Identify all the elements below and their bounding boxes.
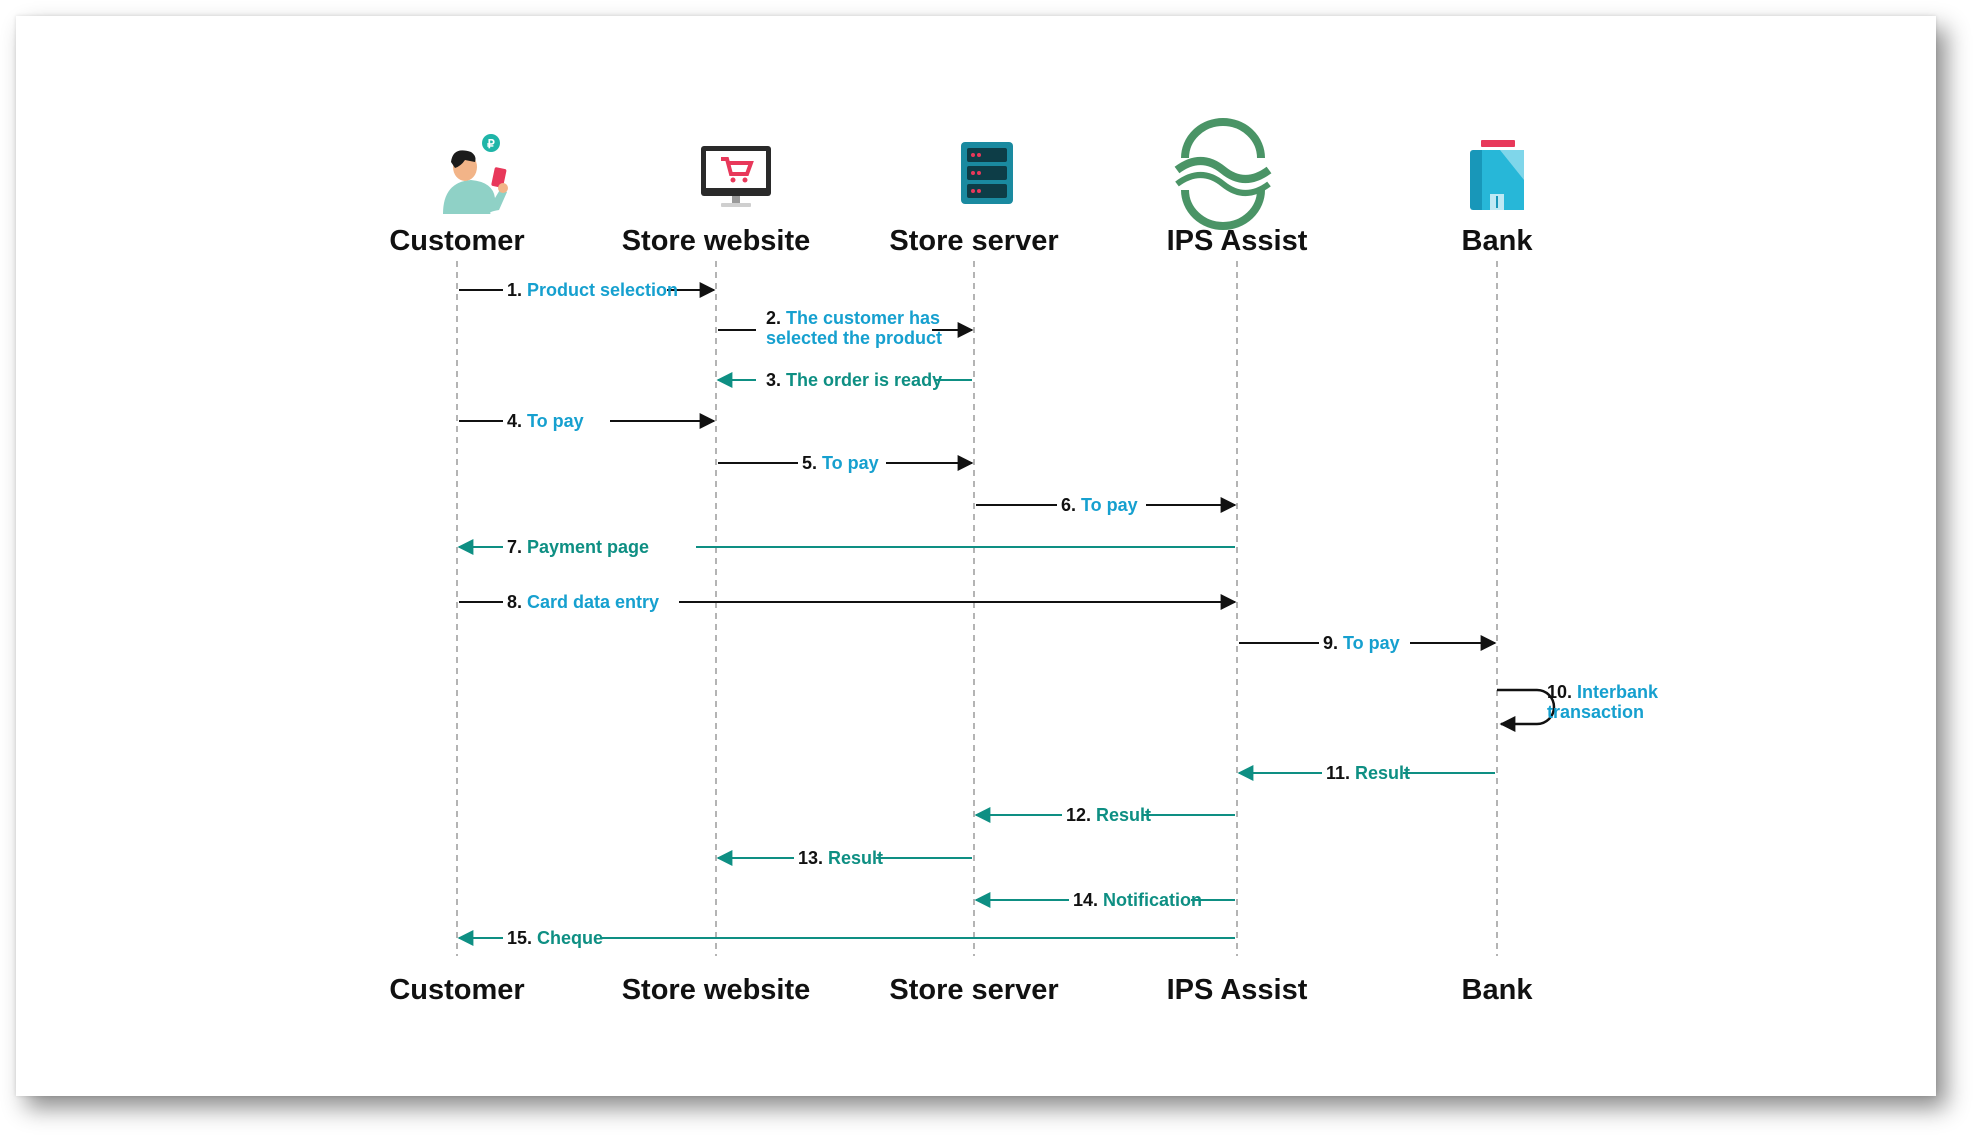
server-rack-icon xyxy=(961,142,1013,204)
message-7-label: 7. Payment page xyxy=(507,537,649,557)
actor-name-server-bottom: Store server xyxy=(889,974,1058,1006)
message-8-number: 8. xyxy=(507,592,527,612)
actor-name-customer-top: Customer xyxy=(389,225,524,257)
actor-name-server-top: Store server xyxy=(889,225,1058,257)
message-12-number: 12. xyxy=(1066,805,1096,825)
actor-name-ips-top: IPS Assist xyxy=(1167,225,1308,257)
message-10-text-line-2: transaction xyxy=(1547,702,1644,722)
message-6-label: 6. To pay xyxy=(1061,495,1138,515)
message-10-number: 10. xyxy=(1547,682,1577,702)
actor-name-website-bottom: Store website xyxy=(622,974,811,1006)
actor-name-ips-bottom: IPS Assist xyxy=(1167,974,1308,1006)
sequence-diagram: ₽ xyxy=(389,118,1659,1006)
message-8-label: 8. Card data entry xyxy=(507,592,659,612)
message-5-text: To pay xyxy=(822,453,879,473)
message-6-number: 6. xyxy=(1061,495,1081,515)
message-10-text: Interbank xyxy=(1577,682,1659,702)
message-3: 3. The order is ready xyxy=(716,370,972,390)
message-15: 15. Cheque xyxy=(457,928,1235,948)
message-7-number: 7. xyxy=(507,537,527,557)
message-11-number: 11. xyxy=(1326,763,1355,783)
message-9: 9. To pay xyxy=(1239,633,1497,653)
message-12: 12. Result xyxy=(974,805,1235,825)
message-13: 13. Result xyxy=(716,848,972,868)
message-4-text: To pay xyxy=(527,411,584,431)
message-2-text: The customer has xyxy=(786,308,940,328)
message-1-text: Product selection xyxy=(527,280,678,300)
message-9-number: 9. xyxy=(1323,633,1343,653)
message-15-label: 15. Cheque xyxy=(507,928,603,948)
message-9-text: To pay xyxy=(1343,633,1400,653)
actor-name-website-top: Store website xyxy=(622,225,811,257)
actor-name-bank-bottom: Bank xyxy=(1462,974,1534,1006)
actor-name-bank-top: Bank xyxy=(1462,225,1534,257)
ips-assist-logo-icon xyxy=(1174,118,1272,230)
message-5-label: 5. To pay xyxy=(802,453,879,473)
message-8-text: Card data entry xyxy=(527,592,659,612)
message-15-text: Cheque xyxy=(537,928,603,948)
message-13-label: 13. Result xyxy=(798,848,883,868)
message-6: 6. To pay xyxy=(976,495,1237,515)
message-8: 8. Card data entry xyxy=(459,592,1237,612)
message-11: 11. Result xyxy=(1237,763,1495,783)
message-14-label: 14. Notification xyxy=(1073,890,1202,910)
message-12-text: Result xyxy=(1096,805,1151,825)
message-5: 5. To pay xyxy=(718,453,974,473)
message-4: 4. To pay xyxy=(459,411,716,431)
message-7: 7. Payment page xyxy=(457,537,1235,557)
message-1: 1. Product selection xyxy=(459,280,716,300)
actor-names-bottom: Customer Store website Store server IPS … xyxy=(389,974,1533,1006)
message-4-number: 4. xyxy=(507,411,527,431)
message-14: 14. Notification xyxy=(974,890,1235,910)
message-3-text: The order is ready xyxy=(786,370,942,390)
message-11-label: 11. Result xyxy=(1326,763,1410,783)
actor-names-top: Customer Store website Store server IPS … xyxy=(389,225,1533,257)
message-1-label: 1. Product selection xyxy=(507,280,678,300)
message-2-text-line-2: selected the product xyxy=(766,328,942,348)
message-2-number: 2. xyxy=(766,308,786,328)
customer-with-phone-icon: ₽ xyxy=(443,134,508,214)
message-14-number: 14. xyxy=(1073,890,1103,910)
message-3-label: 3. The order is ready xyxy=(766,370,942,390)
message-14-text: Notification xyxy=(1103,890,1202,910)
message-10-loop-arrow xyxy=(1497,688,1556,732)
message-3-number: 3. xyxy=(766,370,786,390)
message-1-number: 1. xyxy=(507,280,527,300)
diagram-card: ₽ xyxy=(16,16,1936,1096)
actor-name-customer-bottom: Customer xyxy=(389,974,524,1006)
message-11-text: Result xyxy=(1355,763,1410,783)
message-13-text: Result xyxy=(828,848,883,868)
bank-building-icon xyxy=(1470,140,1524,210)
message-12-label: 12. Result xyxy=(1066,805,1151,825)
message-7-text: Payment page xyxy=(527,537,649,557)
monitor-shopping-cart-icon xyxy=(701,146,771,207)
message-13-number: 13. xyxy=(798,848,828,868)
svg-text:₽: ₽ xyxy=(487,137,495,151)
message-5-number: 5. xyxy=(802,453,822,473)
message-15-number: 15. xyxy=(507,928,537,948)
message-6-text: To pay xyxy=(1081,495,1138,515)
lifelines xyxy=(456,261,1498,956)
message-4-label: 4. To pay xyxy=(507,411,584,431)
message-9-label: 9. To pay xyxy=(1323,633,1400,653)
